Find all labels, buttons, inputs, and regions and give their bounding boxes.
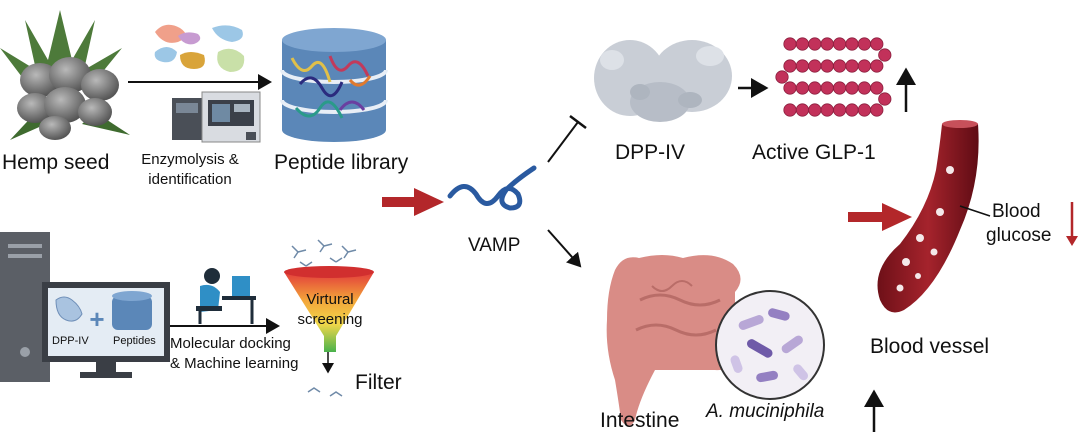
molecule-icon	[291, 239, 357, 267]
filtered-peptide-icon	[307, 387, 343, 397]
glp1-bead	[808, 81, 822, 95]
peptide-library-label: Peptide library	[274, 151, 409, 174]
bacteria-icon	[715, 290, 825, 400]
vamp-label: VAMP	[468, 235, 521, 256]
peptide-icon	[447, 165, 537, 211]
database-icon	[280, 28, 388, 142]
docking-label-line2: & Machine learning	[170, 355, 299, 372]
glp1-bead	[783, 37, 797, 51]
virtual-screening-label-line2: screening	[297, 311, 363, 328]
glp1-bead	[870, 37, 884, 51]
glp1-bead	[820, 37, 834, 51]
glp1-bead	[857, 37, 872, 51]
glp1-bead	[783, 103, 797, 117]
glp1-bead	[845, 81, 859, 95]
glp1-bead	[870, 59, 884, 73]
a-muciniphila-label: A. muciniphila	[706, 401, 825, 422]
glp1-bead	[878, 48, 892, 62]
red-arrow-to-vamp	[382, 188, 444, 216]
glp1-bead	[845, 37, 859, 51]
intestine-arrow	[547, 229, 582, 268]
blood-glucose-label-line2: glucose	[986, 225, 1052, 246]
hemp-seed-icon	[0, 10, 130, 140]
hemp-seed-label: Hemp seed	[2, 151, 110, 174]
glp1-bead	[857, 81, 872, 95]
monitor-dpp-iv-label: DPP-IV	[52, 335, 89, 347]
active-glp1-label: Active GLP-1	[752, 141, 876, 164]
mass-spectrometer-icon	[172, 91, 261, 143]
glp1-bead	[870, 81, 884, 95]
glp1-bead	[832, 81, 847, 95]
inhibition-arrow	[547, 115, 587, 163]
enzyme-icon	[154, 24, 245, 72]
glp1-bead	[832, 59, 847, 73]
glp1-bead	[820, 59, 834, 73]
glp1-chain-icon	[775, 37, 892, 117]
docking-label-line1: Molecular docking	[170, 335, 291, 352]
glucose-down-arrowhead	[1066, 236, 1078, 246]
protein-structure-icon	[594, 40, 732, 122]
glp1-bead	[808, 37, 822, 51]
computer-icon: +	[0, 232, 170, 382]
glp1-bead	[775, 70, 789, 84]
svg-text:+: +	[89, 304, 104, 334]
glp1-bead	[795, 37, 810, 51]
glp1-bead	[870, 103, 884, 117]
glp1-bead	[795, 81, 810, 95]
glp1-bead	[795, 103, 810, 117]
filter-label: Filter	[355, 371, 402, 394]
glp1-bead	[795, 59, 810, 73]
enzymolysis-label-line2: identification	[148, 171, 232, 188]
glucose-pointer	[959, 205, 991, 217]
glp1-bead	[832, 37, 847, 51]
glp1-bead	[808, 59, 822, 73]
virtual-screening-label-line1: Virtural	[306, 291, 354, 308]
glp1-bead	[878, 92, 892, 106]
researcher-icon	[196, 268, 256, 324]
intestine-icon	[606, 255, 741, 426]
enzymolysis-label-line1: Enzymolysis &	[141, 151, 239, 168]
blood-vessel-icon	[877, 120, 979, 313]
glp1-bead	[845, 103, 859, 117]
glp1-bead	[783, 59, 797, 73]
glp1-bead	[845, 59, 859, 73]
funnel-icon	[284, 266, 374, 352]
glp1-bead	[857, 59, 872, 73]
glp1-bead	[832, 103, 847, 117]
intestine-label: Intestine	[600, 409, 680, 432]
glp1-bead	[820, 81, 834, 95]
dpp-iv-label: DPP-IV	[615, 141, 686, 164]
glp1-bead	[820, 103, 834, 117]
glp1-bead	[857, 103, 872, 117]
red-arrow-to-vessel	[848, 203, 912, 231]
glp1-bead	[808, 103, 822, 117]
glp1-bead	[783, 81, 797, 95]
blood-vessel-label: Blood vessel	[870, 335, 990, 358]
monitor-peptides-label: Peptides	[113, 335, 156, 347]
blood-glucose-label-line1: Blood	[992, 201, 1041, 222]
